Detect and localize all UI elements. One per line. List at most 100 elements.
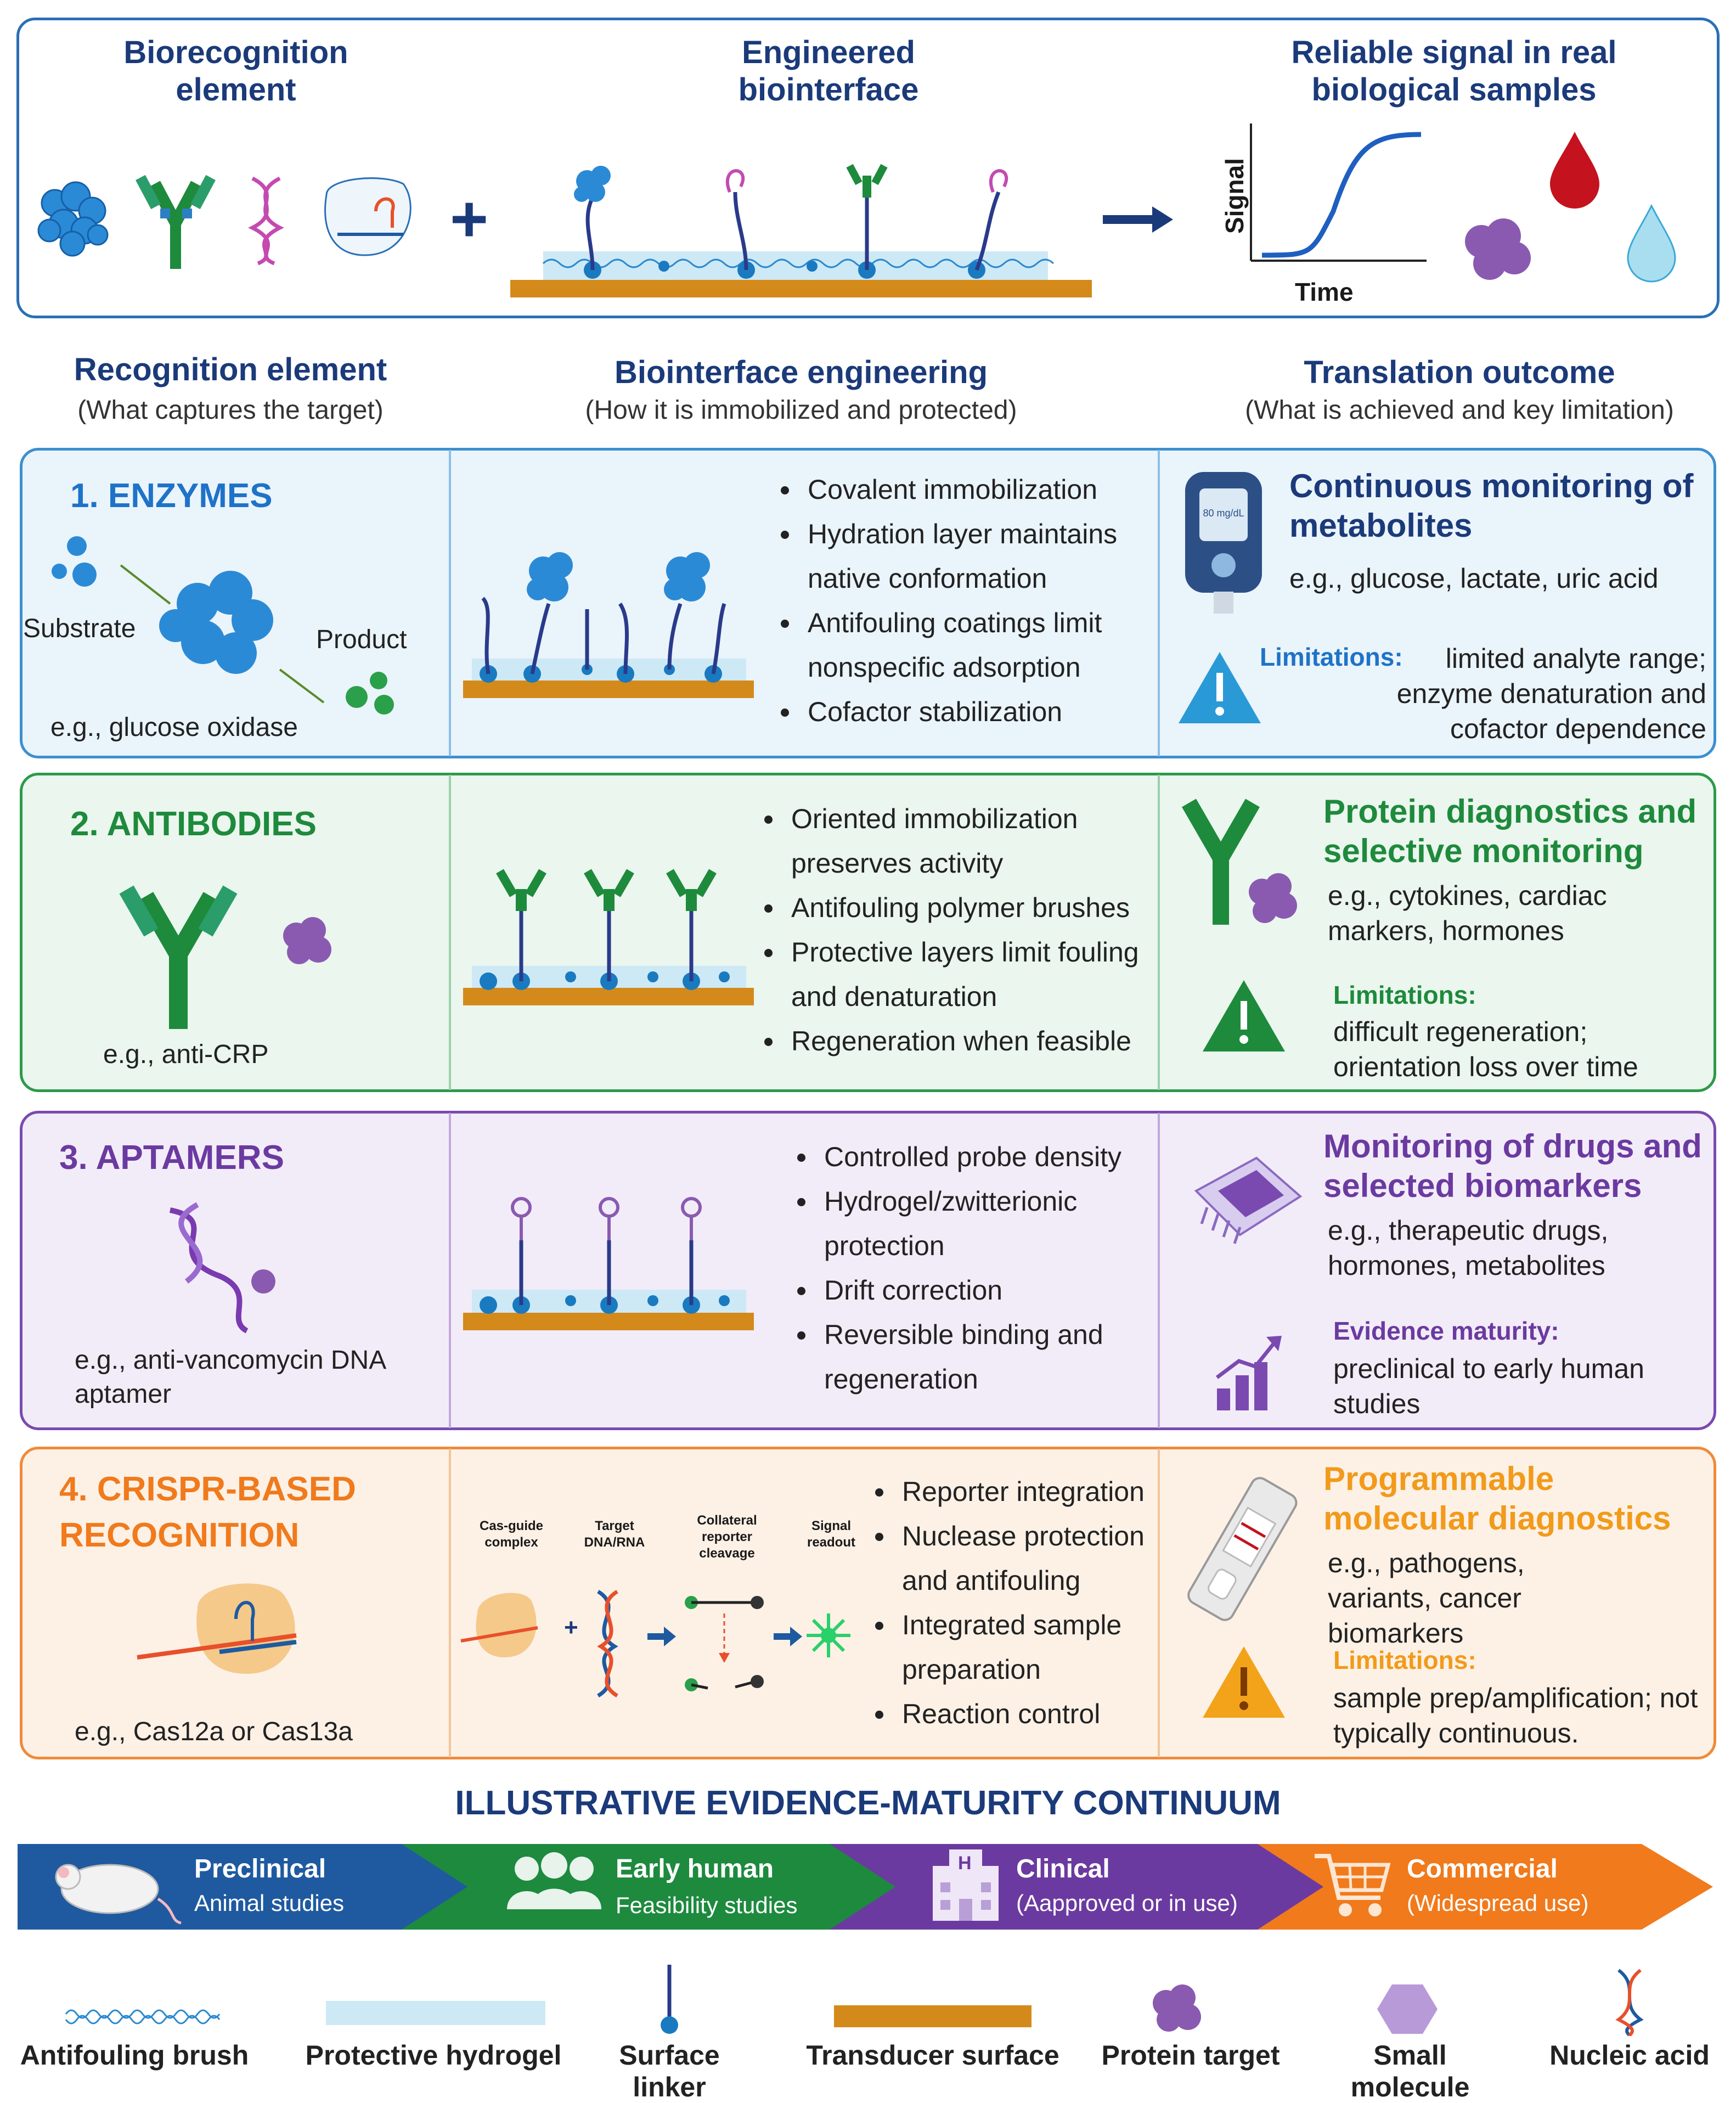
arrow-right-icon [1103,206,1173,233]
bullet-item: Hydrogel/zwitterionic protection [818,1179,1191,1268]
aptamers-outcome-example: e.g., therapeutic drugs, hormones, metab… [1328,1215,1609,1281]
legend-label: Nucleic acid [1549,2040,1710,2071]
divider [449,450,451,756]
aptamers-example: e.g., anti-vancomycin DNA aptamer [75,1346,385,1409]
divider [1158,450,1160,756]
antibody-icon [136,175,216,269]
antibodies-example: e.g., anti-CRP [103,1040,269,1069]
bullet-item: Oriented immobilization preserves activi… [785,797,1191,886]
biointerface-illustration [510,164,1092,297]
dna-helix-icon [248,176,284,266]
enzymes-example: e.g., glucose oxidase [50,713,298,742]
enzymes-limitations-text: limited analyte range; enzyme denaturati… [1396,643,1706,744]
growth-chart-icon [1215,1336,1282,1410]
stage-title-commercial: Commercial [1407,1854,1558,1883]
substrate-icon [52,536,97,587]
mouse-icon [55,1864,182,1925]
crispr-example: e.g., Cas12a or Cas13a [75,1717,353,1746]
bullet-item: Regeneration when feasible [785,1019,1191,1064]
column-subtitle-biointerface: (How it is immobilized and protected) [585,396,1017,425]
protein-target-icon [1465,218,1531,280]
bullet-item: Reaction control [895,1692,1192,1736]
legend-label: Small molecule [1350,2040,1470,2102]
people-icon [507,1852,601,1909]
cart-icon [1315,1854,1391,1916]
signal-curve-chart [1250,123,1427,262]
transducer-surface-icon [834,2005,1032,2027]
header-title-biointerface: Engineered biointerface [738,35,919,108]
nucleic-acid-icon [1615,1969,1644,2037]
enzyme-icon [120,564,325,704]
antibody-icon [119,885,238,1029]
enzymes-title: 1. ENZYMES [70,477,273,515]
enzyme-icon [37,181,109,257]
aptamers-panel [20,1111,1716,1430]
stage-title-preclinical: Preclinical [194,1854,326,1883]
aptamer-icon [170,1202,275,1334]
water-drop-icon [1627,204,1676,283]
warning-icon [1203,1646,1285,1718]
divider [449,775,451,1090]
enzymes-bullets: Covalent immobilization Hydration layer … [768,468,1185,734]
stage-subtitle-commercial: (Widespread use) [1407,1890,1589,1916]
column-title-outcome: Translation outcome [1304,355,1615,390]
bullet-item: Covalent immobilization [801,468,1185,512]
enzymes-panel [20,448,1716,758]
legend-label: Surface linker [619,2040,720,2102]
bullet-item: Controlled probe density [818,1135,1191,1179]
divider [449,1113,451,1428]
antibodies-limitations-label: Limitations: [1333,981,1476,1009]
legend-label: Antifouling brush [20,2040,249,2071]
crispr-bullets: Reporter integration Nuclease protection… [863,1470,1192,1736]
antibodies-limitations-text: difficult regeneration; orientation loss… [1333,1016,1638,1082]
stage-subtitle-clinical: (Aapproved or in use) [1016,1890,1238,1916]
crispr-limitations-label: Limitations: [1333,1646,1476,1674]
bullet-item: Hydration layer maintains native conform… [801,512,1185,601]
column-subtitle-recognition: (What captures the target) [77,396,384,425]
bullet-item: Reporter integration [895,1470,1192,1514]
crispr-complex-icon [137,1583,297,1674]
legend-label: Transducer surface [806,2040,1059,2071]
stage-title-clinical: Clinical [1016,1854,1110,1883]
divider [1158,1113,1160,1428]
product-icon [346,672,394,715]
crispr-step-label: Target DNA/RNA [584,1519,645,1550]
protective-hydrogel-icon [326,2001,545,2025]
hospital-icon: H [933,1849,999,1921]
bullet-item: Reversible binding and regeneration [818,1313,1191,1402]
bullet-item: Integrated sample preparation [895,1603,1192,1692]
plus-sign: + [450,182,489,256]
column-title-biointerface: Biointerface engineering [614,355,988,390]
meter-display: 80 mg/dL [1203,508,1244,519]
aptamers-title: 3. APTAMERS [59,1139,284,1177]
svg-text:+: + [564,1614,578,1641]
divider [1158,775,1160,1090]
crispr-outcome-title: Programmable molecular diagnostics [1323,1460,1671,1537]
crispr-workflow-illustration: + [460,1590,850,1697]
continuum-title: ILLUSTRATIVE EVIDENCE-MATURITY CONTINUUM [455,1784,1281,1822]
surface-linker-icon [661,1965,678,2034]
antibodies-outcome-title: Protein diagnostics and selective monito… [1323,793,1697,869]
chart-xlabel: Time [1295,278,1354,306]
antibodies-title: 2. ANTIBODIES [70,805,317,843]
antibody-protein-icon [1182,799,1297,925]
warning-icon [1203,980,1285,1052]
antifouling-brush-icon [65,2009,221,2025]
crispr-limitations-text: sample prep/amplification; not typically… [1333,1683,1698,1748]
blood-drop-icon [1550,132,1599,209]
stage-subtitle-early-human: Feasibility studies [616,1892,798,1918]
bullet-item: Drift correction [818,1268,1191,1313]
crispr-complex-icon [324,177,412,256]
header-title-biorecognition: Biorecognition element [123,35,348,108]
column-title-recognition: Recognition element [74,352,387,387]
enzymes-outcome-title: Continuous monitoring of metabolites [1289,468,1694,544]
product-label: Product [316,625,407,654]
aptamers-outcome-title: Monitoring of drugs and selected biomark… [1323,1128,1702,1204]
divider [1158,1449,1160,1757]
crispr-outcome-example: e.g., pathogens, variants, cancer biomar… [1328,1548,1525,1649]
glucose-meter-icon [1185,472,1262,614]
aptamers-bullets: Controlled probe density Hydrogel/zwitte… [785,1135,1191,1402]
enzymes-outcome-example: e.g., glucose, lactate, uric acid [1289,563,1659,594]
aptamer-biointerface-illustration [463,1197,754,1330]
chart-ylabel: Signal [1220,158,1249,234]
